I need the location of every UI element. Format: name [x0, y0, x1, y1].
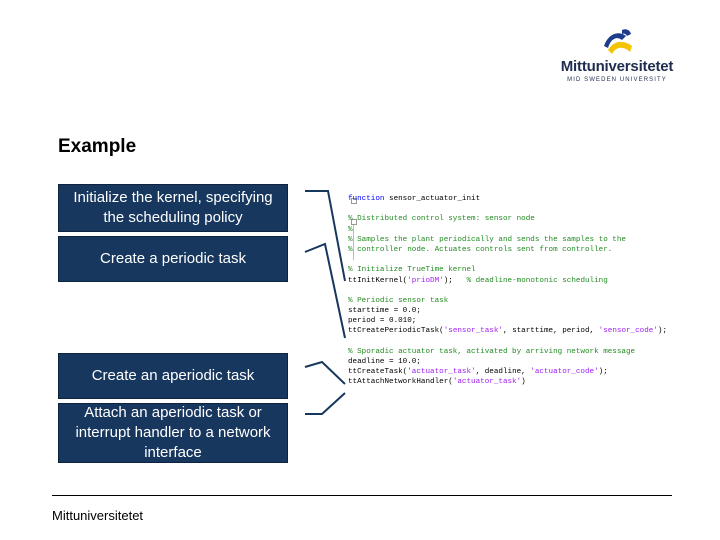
code-line: ttCreatePeriodicTask('sensor_task', star…: [348, 326, 693, 336]
code-token: % Periodic sensor task: [348, 296, 449, 305]
code-token: % deadline-monotonic scheduling: [466, 276, 608, 285]
code-line: function sensor_actuator_init: [348, 194, 693, 204]
footer-text: Mittuniversitetet: [52, 508, 144, 523]
connector-periodic: [304, 242, 346, 339]
logo-subtitle: MID SWEDEN UNIVERSITY: [567, 77, 667, 83]
code-token: 'sensor_code': [598, 327, 658, 336]
footer-divider: [52, 495, 672, 496]
code-line: starttime = 0.0;: [348, 306, 693, 316]
code-token: ttInitKernel(: [348, 276, 408, 285]
slide-title: Example: [58, 136, 137, 157]
code-token: % controller node. Actuates controls sen…: [348, 245, 613, 254]
fold-marker-icon: [351, 198, 357, 204]
code-token: , starttime, period,: [502, 327, 599, 336]
callout-init-kernel: Initialize the kernel, specifying the sc…: [58, 184, 288, 232]
code-token: ): [521, 378, 526, 387]
logo-mark-icon: [604, 29, 632, 54]
code-token: 'actuator_code': [530, 368, 599, 377]
code-token: ttCreateTask(: [348, 368, 408, 377]
code-token: deadline = 10.0;: [348, 358, 421, 366]
code-token: % Samples the plant periodically and sen…: [348, 235, 626, 244]
code-line: [348, 255, 693, 265]
code-token: sensor_actuator_init: [389, 195, 481, 203]
code-line: % Distributed control system: sensor nod…: [348, 214, 693, 224]
code-token: function: [348, 195, 390, 203]
fold-marker-icon: [351, 219, 357, 225]
code-token: %: [348, 225, 353, 234]
code-line: ttAttachNetworkHandler('actuator_task'): [348, 377, 693, 387]
code-token: 'actuator_task': [452, 378, 522, 387]
callout-aperiodic-task: Create an aperiodic task: [58, 353, 288, 399]
code-token: ttCreatePeriodicTask(: [348, 327, 444, 336]
code-line: %: [348, 225, 693, 235]
code-line: [348, 204, 693, 214]
code-line: ttInitKernel('prioDM'); % deadline-monot…: [348, 276, 693, 286]
callout-periodic-task: Create a periodic task: [58, 236, 288, 282]
code-token: period = 0.010;: [348, 317, 417, 326]
connector-aperiodic: [304, 360, 346, 385]
university-logo: Mittuniversitetet MID SWEDEN UNIVERSITY: [552, 26, 682, 90]
code-token: starttime = 0.0;: [348, 307, 421, 316]
code-line: ttCreateTask('actuator_task', deadline, …: [348, 367, 693, 377]
code-token: % Distributed control system: sensor nod…: [348, 215, 535, 224]
code-token: % Sporadic actuator task, activated by a…: [348, 347, 636, 356]
code-line: period = 0.010;: [348, 316, 693, 326]
code-token: );: [657, 327, 668, 336]
code-token: ttAttachNetworkHandler(: [348, 378, 453, 387]
code-line: [348, 286, 693, 296]
logo-name: Mittuniversitetet: [560, 58, 674, 75]
code-token: 'actuator_task': [407, 368, 476, 377]
code-line: % Initialize TrueTime kernel: [348, 265, 693, 275]
callout-network-handler: Attach an aperiodic task or interrupt ha…: [58, 403, 288, 463]
code-line: deadline = 10.0;: [348, 357, 693, 367]
code-token: );: [443, 276, 467, 285]
fold-guide: [353, 225, 354, 260]
code-line: % Periodic sensor task: [348, 296, 693, 306]
connector-handler: [305, 392, 346, 415]
code-line: % Samples the plant periodically and sen…: [348, 235, 693, 245]
code-line: % Sporadic actuator task, activated by a…: [348, 347, 693, 357]
code-token: 'prioDM': [407, 276, 444, 285]
code-token: 'sensor_task': [443, 327, 503, 336]
code-token: );: [598, 368, 608, 377]
code-listing: function sensor_actuator_init % Distribu…: [348, 194, 693, 404]
connector-init: [305, 190, 346, 282]
code-token: % Initialize TrueTime kernel: [348, 266, 476, 275]
code-token: , deadline,: [475, 368, 531, 377]
code-line: [348, 337, 693, 347]
code-line: % controller node. Actuates controls sen…: [348, 245, 693, 255]
